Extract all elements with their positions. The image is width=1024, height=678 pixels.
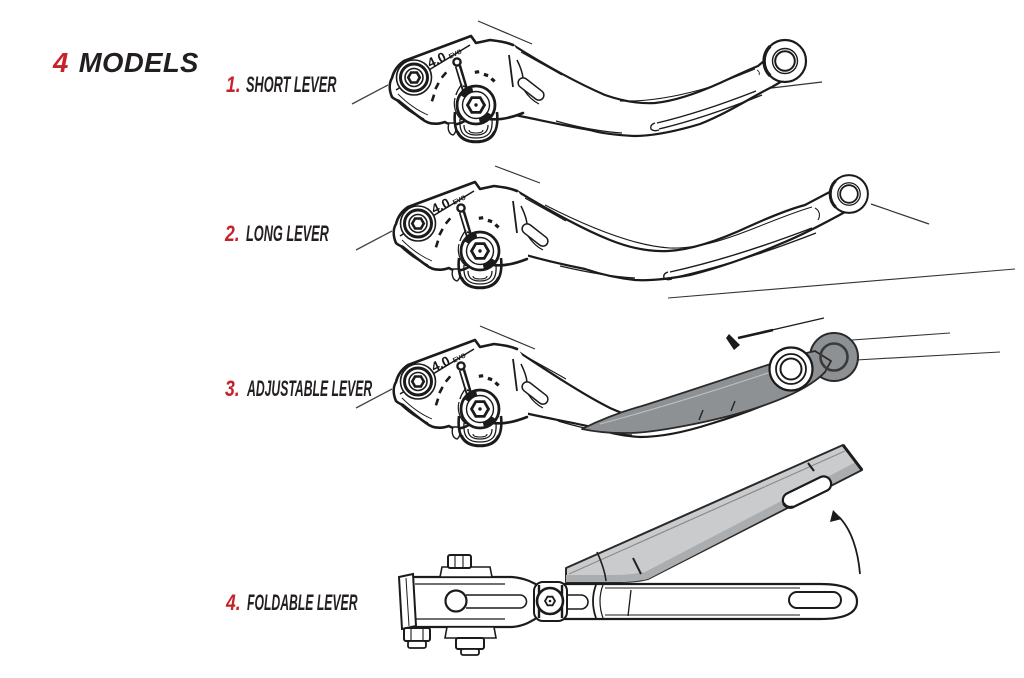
svg-text:2.: 2. bbox=[224, 222, 240, 246]
svg-text:1.: 1. bbox=[226, 73, 241, 97]
svg-text:FOLDABLE LEVER: FOLDABLE LEVER bbox=[247, 590, 358, 615]
svg-text:4.: 4. bbox=[225, 591, 241, 615]
svg-text:LONG LEVER: LONG LEVER bbox=[246, 221, 329, 245]
svg-text:ADJUSTABLE LEVER: ADJUSTABLE LEVER bbox=[246, 376, 372, 401]
svg-text:3.: 3. bbox=[225, 377, 240, 401]
svg-text:SHORT LEVER: SHORT LEVER bbox=[246, 72, 336, 96]
svg-text:4 MODELS: 4 MODELS bbox=[52, 47, 199, 78]
